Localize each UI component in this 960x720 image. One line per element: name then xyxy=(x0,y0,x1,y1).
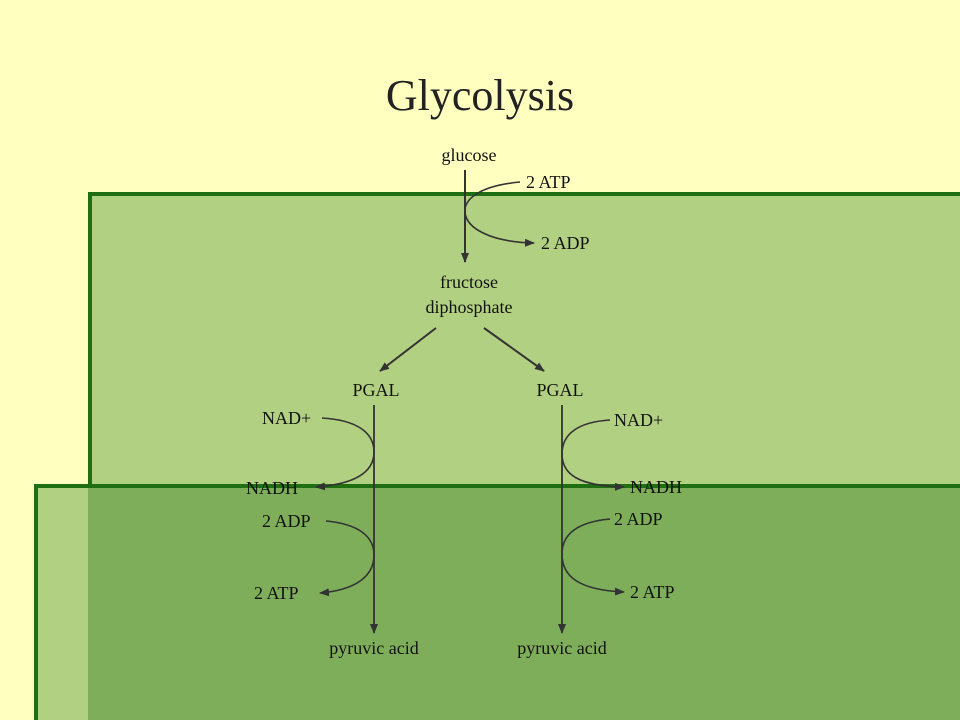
cofactor-left-nadh-out: NADH xyxy=(246,478,298,498)
cofactor-right-atp-out: 2 ATP xyxy=(630,582,675,602)
node-glucose: glucose xyxy=(442,145,497,165)
cofactor-right-nad-in: NAD+ xyxy=(614,410,663,430)
arrow-right-atp-generation xyxy=(561,518,625,596)
slide-panel-strip xyxy=(38,488,88,720)
arrow-left-atp-generation xyxy=(319,520,375,597)
cofactor-adp-out: 2 ADP xyxy=(541,233,590,253)
node-pgal-right: PGAL xyxy=(536,380,583,400)
cofactor-atp-in: 2 ATP xyxy=(526,172,571,192)
arrow-fructose-to-pgal-right xyxy=(483,327,545,372)
node-pyruvic-left: pyruvic acid xyxy=(329,638,418,658)
cofactor-left-nad-in: NAD+ xyxy=(262,408,311,428)
node-fructose-line1: fructose xyxy=(440,272,498,292)
arrow-right-nad-reduction xyxy=(561,419,625,491)
arrow-left-nad-reduction xyxy=(315,417,375,491)
node-pgal-left: PGAL xyxy=(352,380,399,400)
slide-title: Glycolysis xyxy=(385,71,575,120)
cofactor-left-adp-in: 2 ADP xyxy=(262,511,311,531)
cofactor-right-adp-in: 2 ADP xyxy=(614,509,663,529)
cofactor-right-nadh-out: NADH xyxy=(630,477,682,497)
node-pyruvic-right: pyruvic acid xyxy=(517,638,606,658)
arrow-fructose-to-pgal-left xyxy=(379,327,437,372)
slide-panel-dark xyxy=(34,484,960,720)
node-fructose-line2: diphosphate xyxy=(426,297,513,317)
cofactor-left-atp-out: 2 ATP xyxy=(254,583,299,603)
arrow-atp-consumption xyxy=(464,181,535,247)
